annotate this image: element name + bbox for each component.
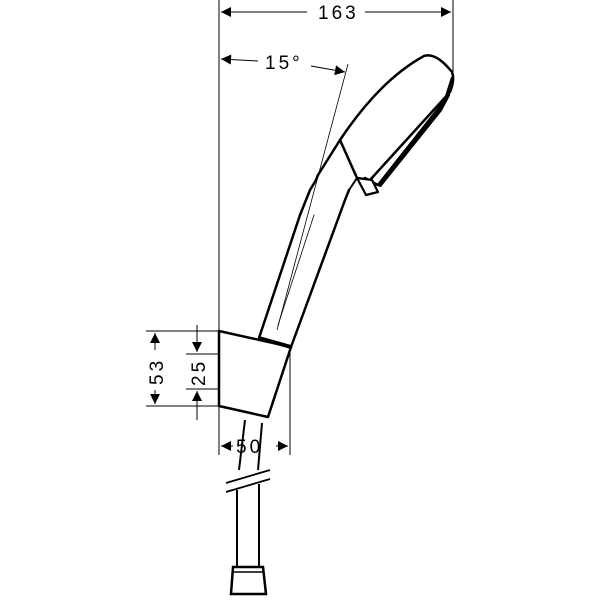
shower-head (338, 54, 455, 197)
dimension-angle: 15° (220, 53, 349, 331)
dimension-overall-width: 163 (221, 3, 451, 24)
wall-holder (217, 329, 293, 419)
dimension-holder-width: 50 (221, 437, 288, 458)
dimension-holder-height: 53 (147, 333, 168, 404)
shower-hose (225, 419, 271, 596)
dimension-holder-offset: 25 (189, 325, 210, 420)
dim-15deg-label: 15° (265, 53, 303, 74)
dim-163-label: 163 (318, 3, 359, 24)
dim-53-label: 53 (147, 358, 168, 385)
shower-handle (257, 138, 351, 349)
dim-25-label: 25 (189, 359, 210, 386)
